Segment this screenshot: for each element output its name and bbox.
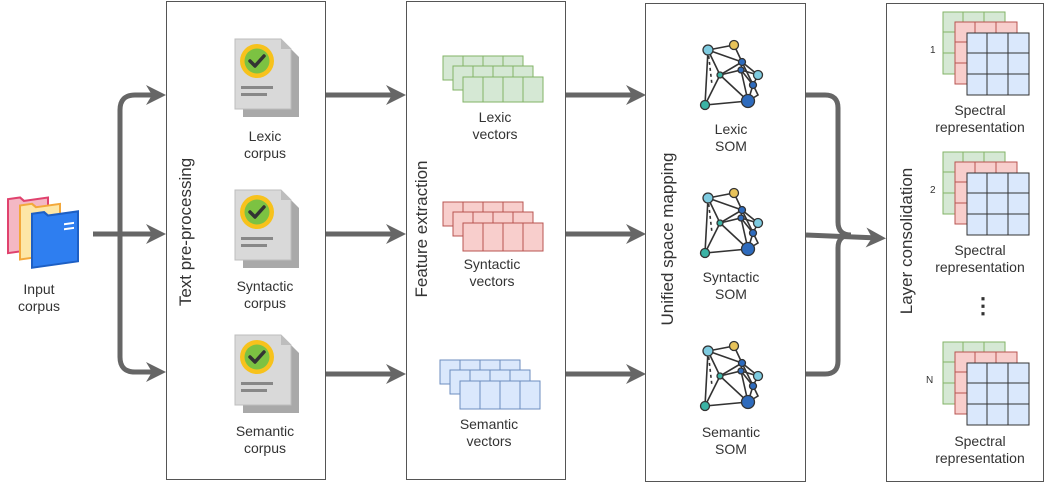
vector-stack-icon bbox=[442, 201, 544, 252]
vector-stack-icon bbox=[439, 359, 541, 410]
mapping-title: Unified space mapping bbox=[658, 152, 677, 326]
preprocessing-title: Text pre-processing bbox=[176, 157, 195, 307]
document-check-icon bbox=[233, 333, 301, 415]
input-arrows bbox=[93, 85, 166, 382]
folders-icon bbox=[7, 196, 79, 269]
layer-index-1: 1 bbox=[930, 45, 936, 56]
layer-index-n: N bbox=[926, 375, 934, 386]
matrix-stack-icon bbox=[942, 151, 1030, 236]
feature-title: Feature extraction bbox=[412, 160, 431, 298]
vector-stack-icon bbox=[442, 55, 544, 103]
merge-arrows bbox=[805, 92, 886, 377]
matrix-stack-icon bbox=[942, 11, 1030, 96]
document-check-icon bbox=[233, 37, 301, 119]
document-check-icon bbox=[233, 188, 301, 270]
stage2-arrows bbox=[566, 85, 646, 384]
ellipsis-icon: ⋮ bbox=[972, 293, 994, 318]
stage1-arrows bbox=[326, 85, 406, 384]
mapping-box bbox=[645, 3, 806, 482]
consolidation-title: Layer consolidation bbox=[897, 167, 916, 315]
matrix-stack-icon bbox=[942, 341, 1030, 426]
layer-index-2: 2 bbox=[930, 185, 936, 196]
